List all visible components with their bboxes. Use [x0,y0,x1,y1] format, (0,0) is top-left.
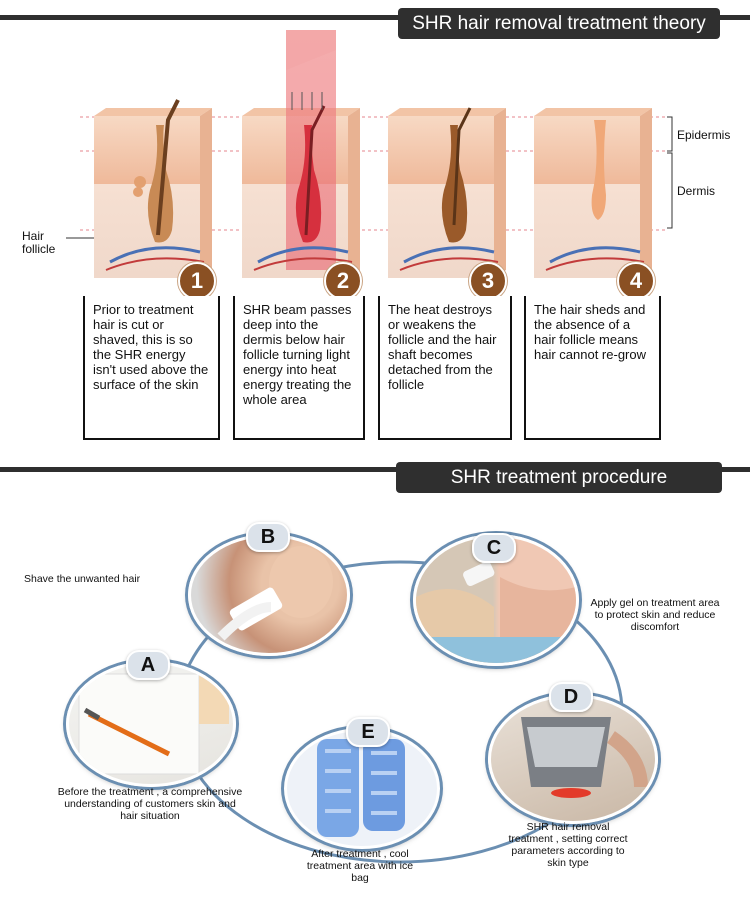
stage-badge-1: 1 [178,262,216,300]
header-rule-2 [0,467,750,472]
skin-block-2 [242,30,360,278]
dermis-label: Dermis [677,184,715,198]
step-letter-e: E [346,717,390,747]
header-rule [0,15,750,20]
photo-shaving [188,534,350,656]
skin-diagrams [94,30,652,278]
stage-caption-4: The hair sheds and the absence of a hair… [524,296,661,440]
skin-block-3 [388,107,506,278]
hair-follicle-label: Hair follicle [22,229,56,256]
step-text-e: After treatment , cool treatment area wi… [306,848,414,884]
epidermis-label: Epidermis [677,128,731,142]
photo-ice-bag [284,728,440,849]
step-letter-d: D [549,682,593,712]
step-text-b: Shave the unwanted hair [24,573,141,585]
stage-caption-2: SHR beam passes deep into the dermis bel… [233,296,365,440]
section-title-theory: SHR hair removal treatment theory [398,8,720,39]
stage-caption-1: Prior to treatment hair is cut or shaved… [83,296,220,440]
step-letter-a: A [126,650,170,680]
photo-treatment [488,694,658,824]
stage-badge-3: 3 [469,262,507,300]
stage-caption-3: The heat destroys or weakens the follicl… [378,296,512,440]
section-title-procedure: SHR treatment procedure [396,462,722,493]
step-text-a: Before the treatment , a comprehensive u… [57,786,243,822]
step-letter-c: C [472,533,516,563]
photo-consultation [66,661,236,787]
step-text-d: SHR hair removal treatment , setting cor… [508,821,628,869]
stage-badge-4: 4 [617,262,655,300]
stage-badge-2: 2 [324,262,362,300]
step-letter-b: B [246,522,290,552]
skin-block-4 [534,108,652,278]
step-text-c: Apply gel on treatment area to protect s… [590,597,720,633]
skin-block-1 [94,99,212,278]
photo-gel [413,534,579,666]
